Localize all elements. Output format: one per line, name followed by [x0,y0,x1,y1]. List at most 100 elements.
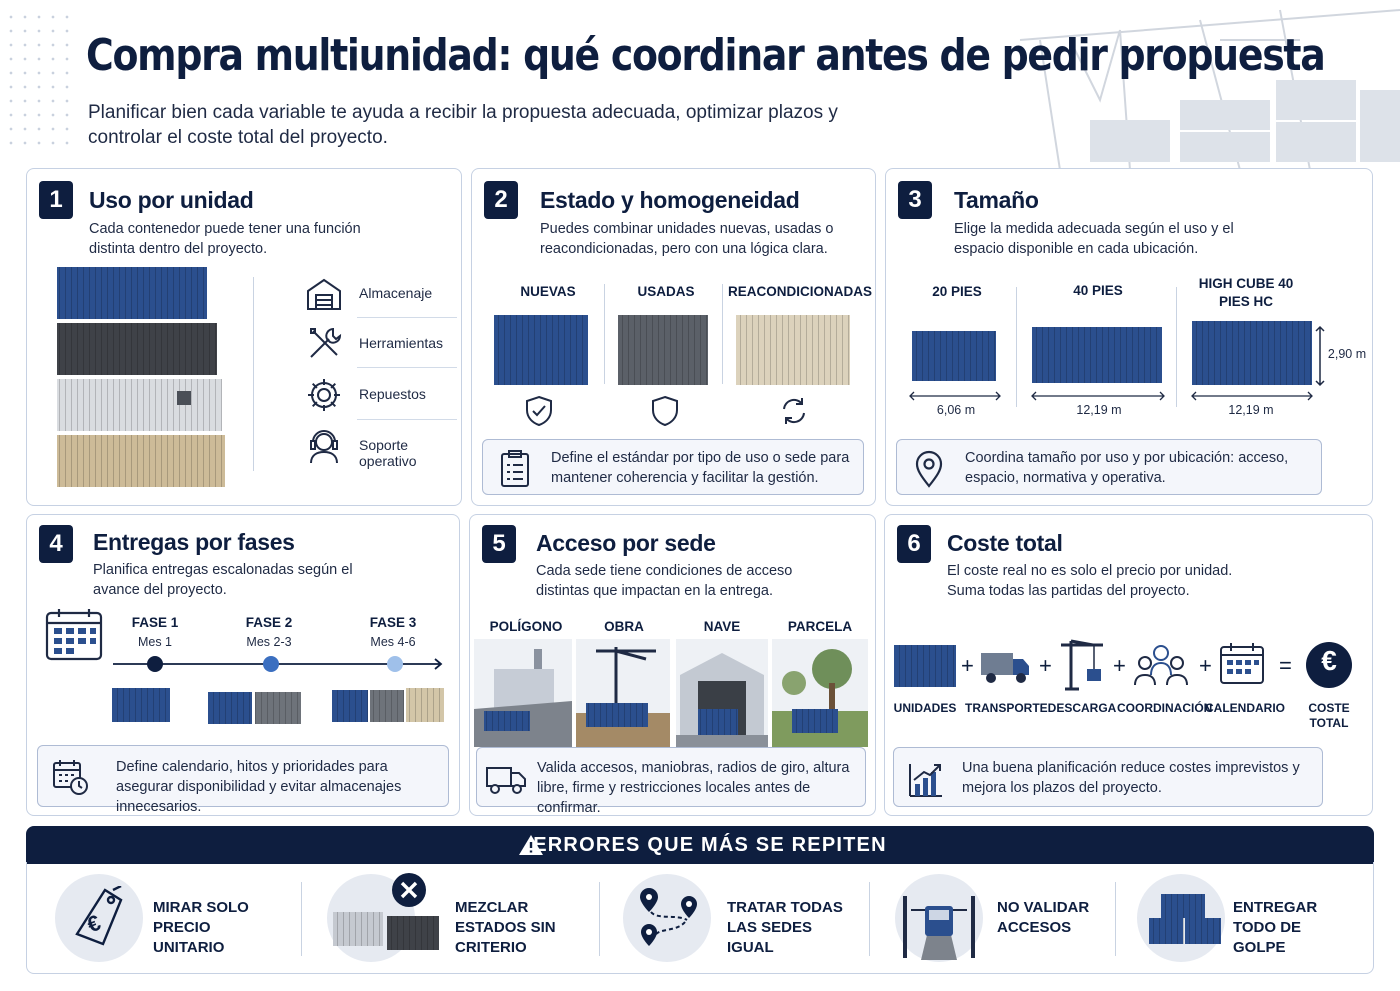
phase-label: FASE 3 [369,615,417,630]
use-label: Soporte operativo [359,437,417,469]
truck-icon [981,653,1029,683]
card-title: Entregas por fases [93,529,295,555]
calendar-clock-icon [53,760,88,795]
stacked-containers-illustration [57,267,225,487]
mixed-containers-icon [333,912,439,950]
divider [253,277,254,471]
size-label: 20 PIES [932,284,982,299]
error-item: TRATAR TODAS LAS SEDES IGUAL [623,874,863,964]
error-icon-bg [55,874,143,962]
euro-symbol: € [1321,645,1337,676]
callout-text: Valida accesos, maniobras, radios de gir… [537,760,850,816]
price-tag-icon: € [75,886,123,946]
calendar-icon [45,609,103,661]
card-description: Elige la medida adecuada según el uso y … [954,221,1234,257]
errors-title: ERRORES QUE MÁS SE REPITEN [533,834,887,856]
error-item: NO VALIDAR ACCESOS [895,874,1115,964]
container-new-image [494,315,588,385]
use-item-almacenaje: Almacenaje [305,273,465,315]
divider [1176,287,1177,407]
card-title: Acceso por sede [536,530,716,556]
plus-sign: + [1113,653,1126,678]
use-item-soporte: Soporte operativo [305,425,465,469]
site-parcela-image [772,639,868,747]
length-arrow [1191,391,1313,401]
phase2-containers [208,692,301,724]
callout-text: Una buena planificación reduce costes im… [962,760,1300,796]
warning-icon [519,835,543,855]
cost-item-label: DESCARGA [1047,701,1117,715]
divider [1016,287,1017,407]
length-label: 12,19 m [1076,403,1122,417]
card-estado-homogeneidad: 2 Estado y homogeneidad Puedes combinar … [471,168,876,506]
container-20ft-image [912,331,996,381]
card-number: 5 [482,525,516,563]
phase-month: Mes 1 [137,635,173,649]
card-description: El coste real no es solo el precio por u… [947,563,1233,599]
card-tamano: 3 Tamaño Elige la medida adecuada según … [885,168,1373,506]
location-pin-icon [915,450,943,488]
errors-header: ERRORES QUE MÁS SE REPITEN [26,826,1374,864]
card-description: Planifica entregas escalonadas según el … [93,562,353,598]
svg-text:€: € [83,910,104,938]
site-label: NAVE [703,619,741,634]
growth-chart-icon [909,764,942,797]
truck-icon [486,767,526,794]
cost-item-label: CALENDARIO [1205,701,1285,715]
site-label: PARCELA [787,619,853,634]
phase-label: FASE 1 [131,615,179,630]
card-acceso-sede: 5 Acceso por sede Cada sede tiene condic… [469,514,876,816]
card-entregas-fases: 4 Entregas por fases Planifica entregas … [26,514,460,816]
length-arrow [909,391,1001,401]
container-refurbished-image [736,315,850,385]
card-number: 2 [484,181,518,219]
refresh-icon [783,398,805,424]
state-label: USADAS [637,284,695,299]
phase-month: Mes 2-3 [246,635,292,649]
route-pins-icon [640,888,697,946]
card-number: 4 [39,525,73,563]
error-label: MEZCLAR ESTADOS SIN CRITERIO [455,899,556,956]
close-icon [392,873,426,907]
callout-text: Coordina tamaño por uso y por ubicación:… [965,450,1289,486]
divider [604,284,605,384]
callout-accesos: Valida accesos, maniobras, radios de gir… [476,747,866,816]
crane-icon [1061,639,1103,691]
error-label: ENTREGAR TODO DE GOLPE [1233,899,1318,956]
use-label: Almacenaje [359,285,433,301]
phase-label: FASE 2 [245,615,293,630]
container-hc-image [1192,321,1312,385]
card-title: Tamaño [954,187,1039,213]
state-label: REACONDICIONADAS [728,284,873,299]
error-label: MIRAR SOLO PRECIO UNITARIO [153,899,249,956]
size-label: HIGH CUBE 40 PIES HC [1198,276,1294,309]
gear-icon [308,379,340,411]
truck-road-icon [903,896,975,960]
shield-check-icon [526,395,552,427]
plus-sign: + [1199,653,1212,678]
error-label: NO VALIDAR ACCESOS [997,899,1090,936]
clipboard-icon [501,450,529,487]
plus-sign: + [1039,653,1052,678]
divider [357,367,457,368]
site-poligono-image [474,639,572,747]
container-40ft-image [1032,327,1162,383]
error-icon-bg [623,874,711,962]
callout-estandar: Define el estándar por tipo de uso o sed… [482,439,864,495]
page-subtitle: Planificar bien cada variable te ayuda a… [88,102,838,148]
calendar-icon [1220,643,1264,684]
container-used-image [618,315,708,385]
warehouse-icon [307,278,341,310]
cost-item-label: COORDINACIÓN [1117,701,1213,715]
length-label: 12,19 m [1228,403,1274,417]
size-label: 40 PIES [1073,283,1123,298]
error-item: MEZCLAR ESTADOS SIN CRITERIO [327,873,597,964]
divider [722,284,723,384]
length-arrow [1031,391,1165,401]
errors-list: € MIRAR SOLO PRECIO UNITARIO MEZCLAR EST… [26,862,1374,974]
callout-text: Define calendario, hitos y prioridades p… [116,759,402,815]
cost-item-label: UNIDADES [893,701,957,715]
callout-text: Define el estándar por tipo de uso o sed… [551,450,850,486]
site-nave-image [676,639,768,747]
equals-sign: = [1279,653,1292,678]
